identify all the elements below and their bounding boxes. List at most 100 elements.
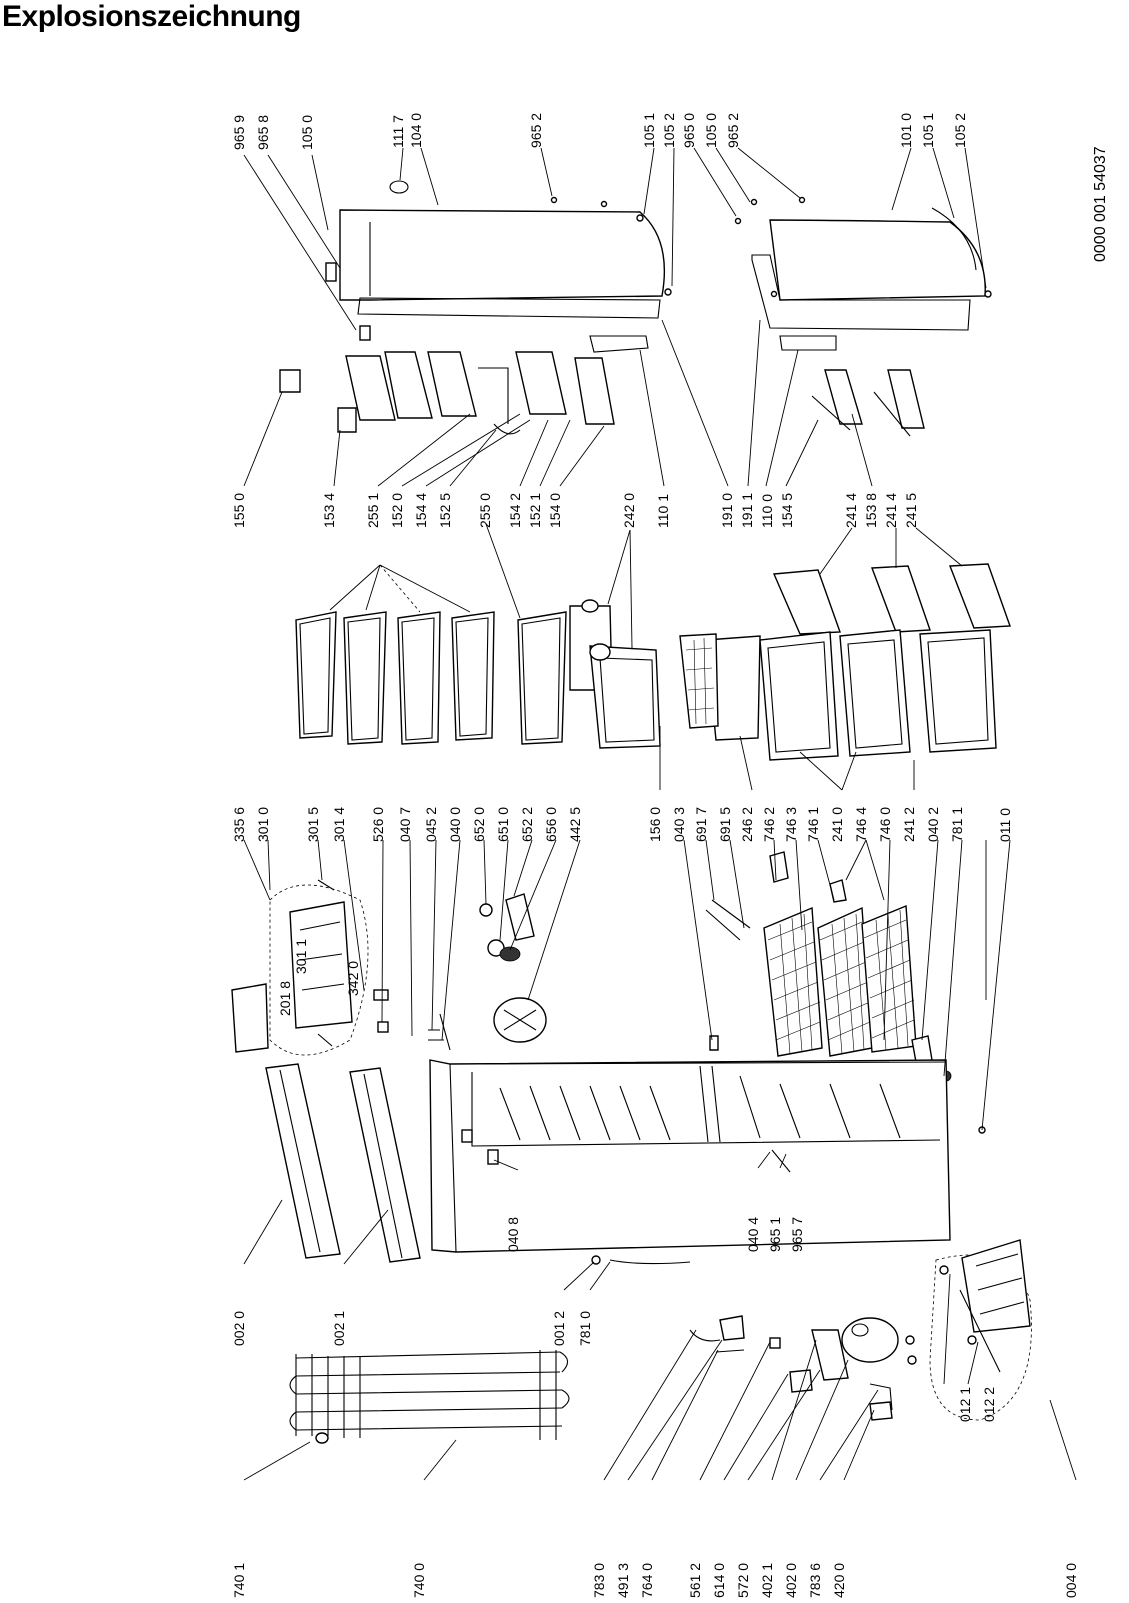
- label-040-7: 040 7: [397, 807, 413, 842]
- label-965-0: 965 0: [681, 113, 697, 148]
- label-155-0: 155 0: [231, 493, 247, 528]
- label-154-4: 154 4: [413, 493, 429, 528]
- label-153-8: 153 8: [863, 493, 879, 528]
- label-965-2b: 965 2: [725, 113, 741, 148]
- upper-door: [325, 180, 672, 341]
- label-335-6: 335 6: [231, 807, 247, 842]
- label-002-1: 002 1: [331, 1311, 347, 1346]
- label-154-2: 154 2: [507, 493, 523, 528]
- vegetable-drawer: [569, 599, 661, 749]
- label-746-2: 746 2: [761, 807, 777, 842]
- label-152-5: 152 5: [437, 493, 453, 528]
- label-156-0: 156 0: [647, 807, 663, 842]
- label-012-1: 012 1: [957, 1387, 973, 1422]
- label-746-1: 746 1: [805, 807, 821, 842]
- label-241-0: 241 0: [829, 807, 845, 842]
- label-614-0: 614 0: [711, 1563, 727, 1598]
- label-105-2b: 105 2: [952, 113, 968, 148]
- label-105-2: 105 2: [661, 113, 677, 148]
- label-111-7: 111 7: [390, 115, 406, 148]
- document-number: 0000 001 54037: [1092, 146, 1109, 262]
- condenser-coil: [289, 1350, 570, 1444]
- label-255-0: 255 0: [477, 493, 493, 528]
- control-panel-assembly: [231, 879, 389, 1056]
- label-781-0: 781 0: [577, 1311, 593, 1346]
- label-241-5: 241 5: [903, 493, 919, 528]
- label-242-0: 242 0: [621, 493, 637, 528]
- label-783-6: 783 6: [807, 1563, 823, 1598]
- label-965-8: 965 8: [255, 115, 271, 150]
- label-656-0: 656 0: [543, 807, 559, 842]
- label-101-0: 101 0: [898, 113, 914, 148]
- label-110-1: 110 1: [655, 494, 671, 528]
- label-011-0: 011 0: [997, 808, 1013, 842]
- label-781-1: 781 1: [949, 807, 965, 842]
- label-526-0: 526 0: [370, 807, 386, 842]
- label-201-8: 201 8: [277, 981, 293, 1016]
- label-561-2: 561 2: [687, 1563, 703, 1598]
- label-652-2: 652 2: [519, 807, 535, 842]
- label-301-0: 301 0: [255, 807, 271, 842]
- label-105-0: 105 0: [299, 115, 315, 150]
- label-110-0: 110 0: [759, 494, 775, 528]
- label-746-0: 746 0: [877, 807, 893, 842]
- label-191-0: 191 0: [719, 493, 735, 528]
- label-746-4: 746 4: [853, 807, 869, 842]
- label-191-1: 191 1: [739, 493, 755, 528]
- part-labels: 965 9 965 8 105 0 111 7 104 0 965 2 105 …: [231, 113, 1109, 1598]
- label-651-0: 651 0: [495, 807, 511, 842]
- label-965-7: 965 7: [789, 1217, 805, 1252]
- label-040-3: 040 3: [671, 807, 687, 842]
- label-004-0: 004 0: [1063, 1563, 1079, 1598]
- label-740-1: 740 1: [231, 1563, 247, 1598]
- label-652-0: 652 0: [471, 807, 487, 842]
- label-154-5: 154 5: [779, 493, 795, 528]
- label-040-2: 040 2: [925, 807, 941, 842]
- label-040-4: 040 4: [745, 1217, 761, 1252]
- fan-and-small-parts: [428, 851, 986, 1134]
- label-045-2: 045 2: [423, 807, 439, 842]
- label-691-5: 691 5: [717, 807, 733, 842]
- label-402-1: 402 1: [759, 1563, 775, 1598]
- page-title: Explosionszeichnung: [2, 0, 301, 33]
- label-301-1: 301 1: [293, 939, 309, 974]
- label-241-4: 241 4: [843, 493, 859, 528]
- label-104-0: 104 0: [408, 113, 424, 148]
- label-783-0: 783 0: [591, 1563, 607, 1598]
- label-965-1: 965 1: [767, 1217, 783, 1252]
- back-panels: [265, 1063, 691, 1265]
- label-402-0: 402 0: [783, 1563, 799, 1598]
- label-241-4b: 241 4: [883, 493, 899, 528]
- label-420-0: 420 0: [831, 1563, 847, 1598]
- evaporator-plates: [705, 899, 917, 1057]
- label-001-2: 001 2: [551, 1311, 567, 1346]
- label-301-5: 301 5: [305, 807, 321, 842]
- compressor-group: [689, 1239, 1032, 1421]
- door-balconies: [279, 335, 925, 437]
- label-152-1: 152 1: [527, 493, 543, 528]
- label-740-0: 740 0: [411, 1563, 427, 1598]
- label-342-0: 342 0: [345, 961, 361, 996]
- label-442-5: 442 5: [567, 807, 583, 842]
- label-255-1: 255 1: [365, 493, 381, 528]
- label-154-0: 154 0: [547, 493, 563, 528]
- label-152-0: 152 0: [389, 493, 405, 528]
- label-105-1b: 105 1: [920, 113, 936, 148]
- label-040-8: 040 8: [505, 1217, 521, 1252]
- label-572-0: 572 0: [735, 1563, 751, 1598]
- cabinet-body: [429, 1059, 951, 1253]
- label-491-3: 491 3: [615, 1563, 631, 1598]
- label-301-4: 301 4: [331, 807, 347, 842]
- label-965-2: 965 2: [528, 113, 544, 148]
- label-040-0: 040 0: [447, 807, 463, 842]
- label-746-3: 746 3: [783, 807, 799, 842]
- freezer-drawers: [679, 563, 1011, 761]
- label-691-7: 691 7: [693, 807, 709, 842]
- label-246-2: 246 2: [739, 807, 755, 842]
- leader-lines: [243, 147, 1077, 1481]
- label-153-4: 153 4: [321, 493, 337, 528]
- label-105-0b: 105 0: [703, 113, 719, 148]
- glass-shelves: [295, 564, 567, 745]
- label-965-9: 965 9: [231, 115, 247, 150]
